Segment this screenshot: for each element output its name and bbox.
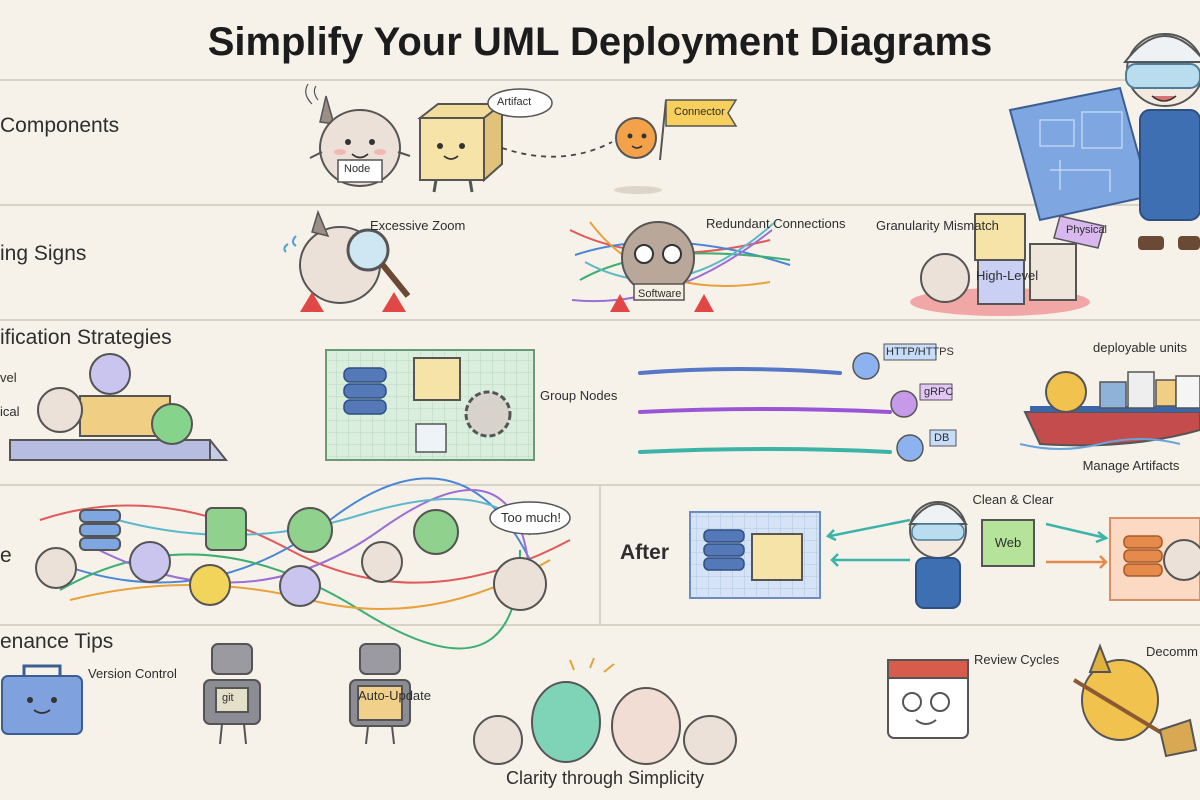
- section-after: After: [620, 541, 670, 564]
- artifact-box-character: [417, 88, 553, 193]
- grpc-label: gRPC: [924, 386, 954, 398]
- artifact-label: Artifact: [497, 96, 532, 108]
- decommission-label: Decomm No: [1146, 644, 1200, 659]
- physical-strategy-label: ical: [0, 404, 20, 419]
- section-components: Components: [0, 114, 120, 137]
- protocol-lines: [638, 343, 957, 462]
- deployable-units-label: deployable units: [1093, 340, 1187, 355]
- auto-update-label: Auto-Update: [358, 688, 431, 703]
- before-characters: [35, 501, 571, 611]
- connector-dashed-line: [501, 141, 613, 158]
- section-dividers: [0, 79, 1200, 626]
- tangled-connections: [569, 221, 791, 312]
- section-warning-signs: ing Signs: [0, 242, 87, 265]
- deployable-ship: [1019, 371, 1200, 450]
- review-cycles-label: Review Cycles: [974, 652, 1060, 667]
- auto-update-robot: [349, 643, 411, 745]
- git-robot: [203, 643, 261, 745]
- physical-label: Physical: [1066, 224, 1107, 236]
- group-nodes-label: Group Nodes: [540, 388, 618, 403]
- granularity-mismatch-label: Granularity Mismatch: [876, 218, 999, 233]
- connector-character: [614, 99, 738, 194]
- version-control-toolbox: [1, 664, 83, 735]
- connector-label: Connector: [674, 106, 725, 118]
- section-strategies: ification Strategies: [0, 326, 172, 349]
- celebrating-characters: [473, 657, 737, 765]
- git-label: git: [222, 692, 234, 704]
- web-label: Web: [994, 535, 1022, 550]
- http-label: HTTP/HTTPS: [886, 346, 954, 358]
- decommission-character: [1072, 643, 1198, 758]
- db-label: DB: [934, 432, 950, 444]
- manage-artifacts-label: Manage Artifacts: [1082, 458, 1180, 473]
- node-label: Node: [344, 163, 371, 175]
- before-tangle: [39, 477, 571, 650]
- group-nodes-box: [325, 349, 535, 461]
- excessive-zoom-character: [283, 209, 411, 312]
- version-control-label: Version Control: [88, 666, 177, 681]
- software-label: Software: [638, 288, 682, 300]
- review-calendar: [887, 659, 969, 739]
- clean-clear-label: Clean & Clear: [972, 492, 1054, 507]
- after-scene: [689, 501, 1200, 609]
- section-maintenance: enance Tips: [0, 630, 114, 653]
- level-label: vel: [0, 370, 17, 385]
- level-platform-scene: [9, 353, 229, 461]
- node-character: [305, 83, 411, 187]
- section-before: e: [0, 544, 12, 567]
- redundant-connections-label: Redundant Connections: [706, 216, 846, 231]
- footer-caption: Clarity through Simplicity: [505, 768, 705, 788]
- page-title: Simplify Your UML Deployment Diagrams: [207, 20, 993, 64]
- granularity-mismatch-scene: [910, 213, 1105, 316]
- engineer-character: [1008, 33, 1200, 250]
- excessive-zoom-label: Excessive Zoom: [370, 218, 466, 233]
- too-much-label: Too much!: [501, 510, 561, 525]
- high-level-label: High-Level: [976, 268, 1039, 283]
